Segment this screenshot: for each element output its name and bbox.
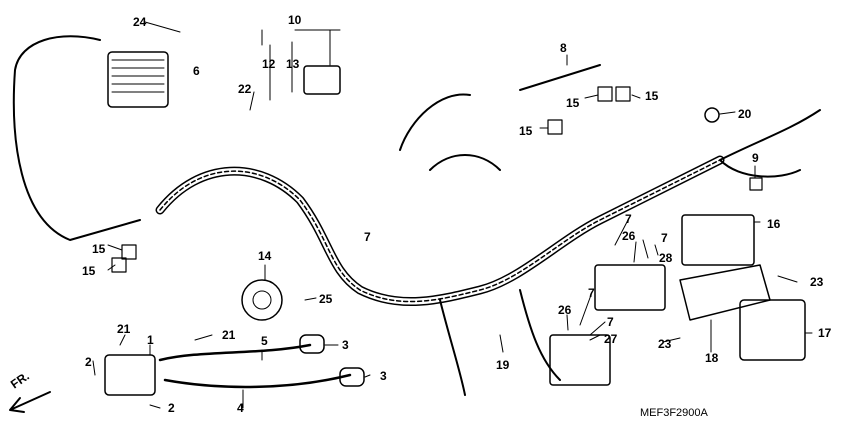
callout-7c: 7 <box>661 231 668 245</box>
relay-15-e <box>111 257 127 273</box>
harness-branch-upper <box>399 93 501 171</box>
starter-relay <box>303 65 341 95</box>
diagram-code: MEF3F2900A <box>640 407 708 419</box>
callout-15a: 15 <box>566 96 580 110</box>
callout-13: 13 <box>286 57 300 71</box>
callout-5: 5 <box>261 334 268 348</box>
plug-lead-upper <box>158 343 312 362</box>
callout-21a: 21 <box>117 322 131 336</box>
plug-lead-lower <box>163 373 352 389</box>
harness-branch-lower <box>439 289 561 396</box>
plug-cap-upper <box>299 334 325 354</box>
horn <box>241 279 283 321</box>
front-arrow <box>9 391 51 413</box>
callout-2a: 2 <box>85 355 92 369</box>
callout-18: 18 <box>705 351 719 365</box>
module-cover <box>739 299 806 361</box>
plug-cap-lower <box>339 367 365 387</box>
relay-15-d <box>121 244 137 260</box>
callout-6: 6 <box>193 64 200 78</box>
relay-15-b <box>615 86 631 102</box>
callout-21b: 21 <box>222 328 236 342</box>
callout-20: 20 <box>738 107 752 121</box>
relay-9 <box>749 177 763 191</box>
relay-15-a <box>597 86 613 102</box>
leader-lines <box>92 21 813 409</box>
main-harness <box>155 155 725 307</box>
callout-26b: 26 <box>558 303 572 317</box>
callout-4: 4 <box>237 401 244 415</box>
ecu-module <box>681 214 755 266</box>
callout-2b: 2 <box>168 401 175 415</box>
relay-20 <box>704 107 720 123</box>
ignition-coil <box>104 354 156 396</box>
callout-15d: 15 <box>92 242 106 256</box>
callout-15c: 15 <box>519 124 533 138</box>
callout-1: 1 <box>147 333 154 347</box>
mounting-bracket <box>679 264 771 321</box>
fuse-box <box>594 264 666 311</box>
callout-3a: 3 <box>342 338 349 352</box>
callout-7a: 7 <box>625 212 632 226</box>
callout-24: 24 <box>133 15 147 29</box>
regulator-rectifier <box>107 51 169 108</box>
callout-23b: 23 <box>658 337 672 351</box>
callout-27: 27 <box>604 332 618 346</box>
callout-9: 9 <box>752 151 759 165</box>
callout-23a: 23 <box>810 275 824 289</box>
callout-10: 10 <box>288 13 302 27</box>
bank-angle-sensor <box>519 64 601 91</box>
callout-15e: 15 <box>82 264 96 278</box>
callout-7e: 7 <box>607 315 614 329</box>
callout-28: 28 <box>659 251 673 265</box>
callout-19: 19 <box>496 358 510 372</box>
callout-22: 22 <box>238 82 252 96</box>
callout-15b: 15 <box>645 89 659 103</box>
relay-box-lower <box>549 334 611 386</box>
relay-15-c <box>547 119 563 135</box>
harness-branch-right <box>719 109 821 178</box>
harness-branch-left <box>12 35 141 241</box>
callout-17: 17 <box>818 326 832 340</box>
callout-3b: 3 <box>380 369 387 383</box>
callout-14: 14 <box>258 249 272 263</box>
callout-16: 16 <box>767 217 781 231</box>
callout-12: 12 <box>262 57 276 71</box>
callout-8: 8 <box>560 41 567 55</box>
callout-7b: 7 <box>364 230 371 244</box>
callout-25: 25 <box>319 292 333 306</box>
callout-26a: 26 <box>622 229 636 243</box>
callout-7d: 7 <box>588 286 595 300</box>
